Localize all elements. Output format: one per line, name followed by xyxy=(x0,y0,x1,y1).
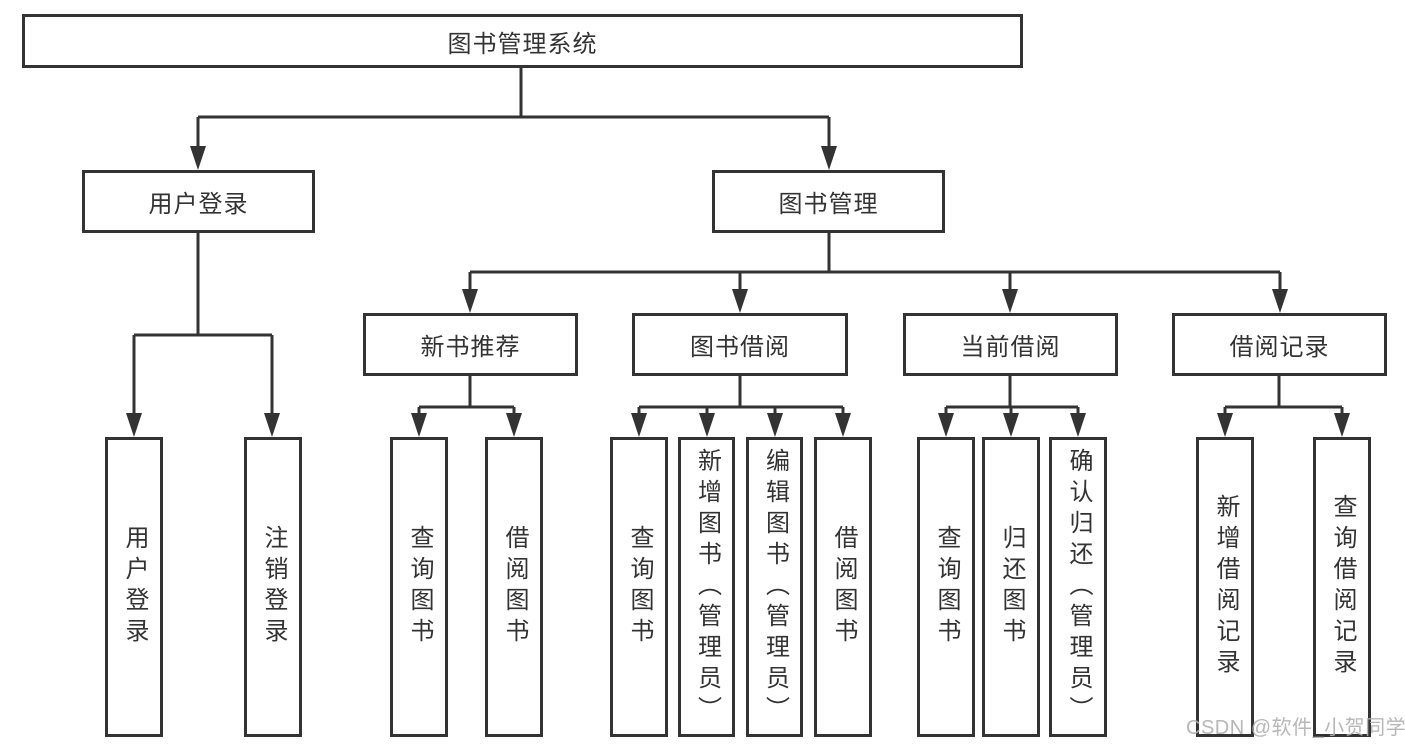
leaf-current-return-books-label: 归还图书 xyxy=(998,525,1025,649)
leaf-newbooks-query-books-label: 查询图书 xyxy=(406,525,433,649)
node-borrowing-records-label: 借阅记录 xyxy=(1229,334,1330,361)
leaf-borrowing-edit-books-admin-label: 编辑图书（管理员） xyxy=(761,447,789,727)
node-book-borrowing: 图书借阅 xyxy=(632,313,848,376)
leaf-current-query-books: 查询图书 xyxy=(917,437,975,737)
leaf-records-query-borrow-record-label: 查询借阅记录 xyxy=(1329,494,1356,680)
leaf-user-login: 用户登录 xyxy=(105,437,163,737)
leaf-newbooks-borrow-books: 借阅图书 xyxy=(485,437,543,737)
node-root-library-system: 图书管理系统 xyxy=(22,14,1023,68)
leaf-newbooks-query-books: 查询图书 xyxy=(390,437,448,737)
leaf-borrowing-query-books: 查询图书 xyxy=(610,437,668,737)
leaf-borrowing-edit-books-admin: 编辑图书（管理员） xyxy=(746,437,803,737)
node-new-book-recommend: 新书推荐 xyxy=(363,313,578,376)
leaf-current-return-books: 归还图书 xyxy=(982,437,1040,737)
leaf-borrowing-add-books-admin-label: 新增图书（管理员） xyxy=(693,447,721,727)
leaf-borrowing-borrow-books: 借阅图书 xyxy=(814,437,872,737)
node-new-book-recommend-label: 新书推荐 xyxy=(420,334,521,361)
node-root-label: 图书管理系统 xyxy=(447,30,598,58)
node-user-login-label: 用户登录 xyxy=(148,191,249,218)
leaf-logout-label: 注销登录 xyxy=(260,525,287,649)
node-book-borrowing-label: 图书借阅 xyxy=(690,334,790,361)
leaf-borrowing-borrow-books-label: 借阅图书 xyxy=(830,525,857,649)
leaf-logout: 注销登录 xyxy=(244,437,302,737)
node-book-management-label: 图书管理 xyxy=(778,191,879,218)
leaf-current-query-books-label: 查询图书 xyxy=(933,525,960,649)
node-book-management: 图书管理 xyxy=(712,170,945,233)
leaf-current-confirm-return-admin-label: 确认归还（管理员） xyxy=(1065,447,1092,727)
node-current-borrowing: 当前借阅 xyxy=(903,313,1118,376)
leaf-records-query-borrow-record: 查询借阅记录 xyxy=(1313,437,1371,737)
leaf-borrowing-query-books-label: 查询图书 xyxy=(626,525,653,649)
csdn-watermark: CSDN @软件_小贺同学 xyxy=(1186,717,1405,739)
leaf-records-add-borrow-record-label: 新增借阅记录 xyxy=(1212,494,1239,680)
leaf-user-login-label: 用户登录 xyxy=(121,525,148,649)
leaf-newbooks-borrow-books-label: 借阅图书 xyxy=(501,525,528,649)
leaf-current-confirm-return-admin: 确认归还（管理员） xyxy=(1049,437,1107,737)
node-current-borrowing-label: 当前借阅 xyxy=(960,334,1061,361)
leaf-borrowing-add-books-admin: 新增图书（管理员） xyxy=(678,437,735,737)
node-user-login: 用户登录 xyxy=(82,170,315,233)
leaf-records-add-borrow-record: 新增借阅记录 xyxy=(1196,437,1254,737)
node-borrowing-records: 借阅记录 xyxy=(1172,313,1387,376)
